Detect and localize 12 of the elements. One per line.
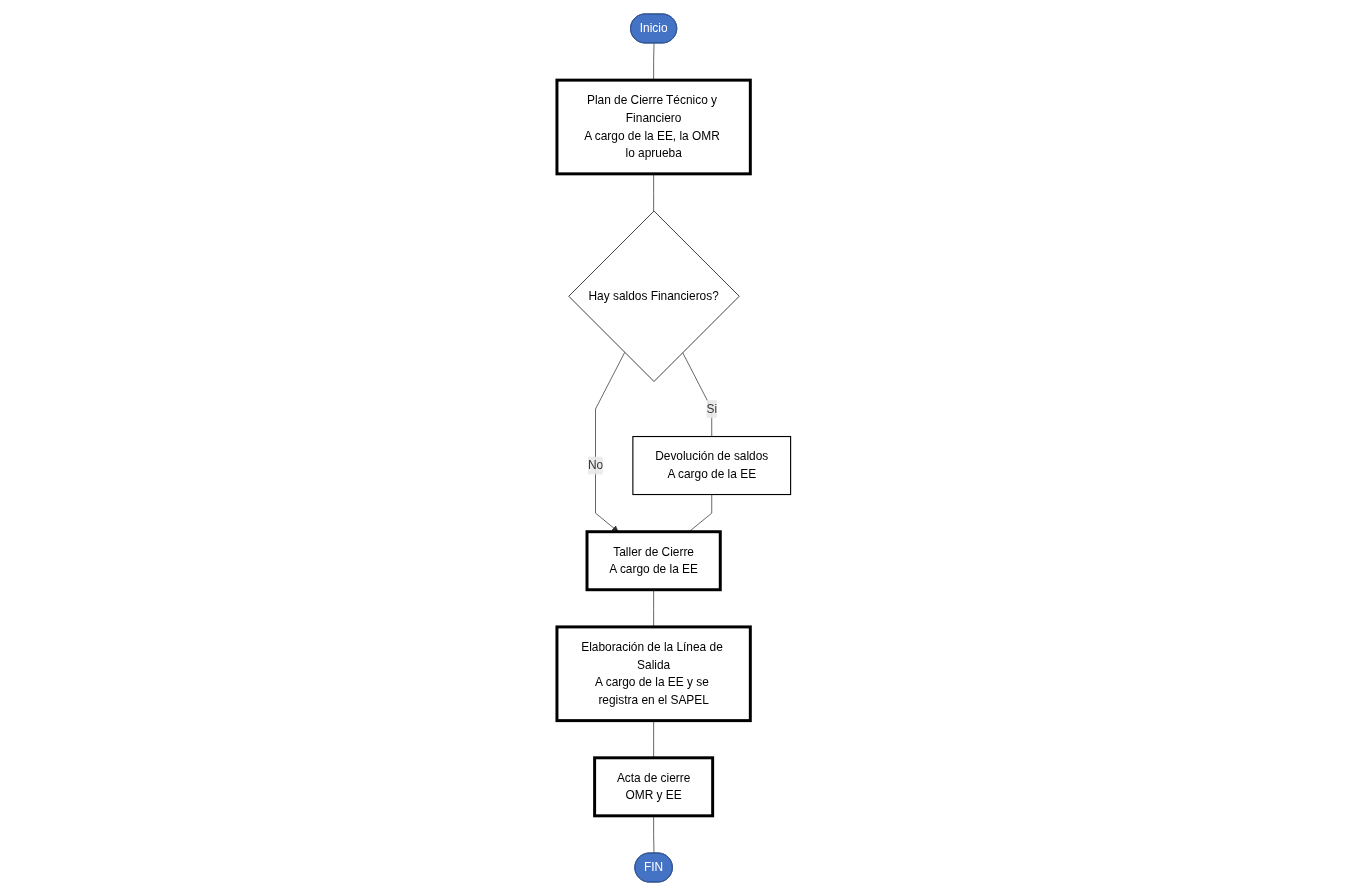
edge-label: Si bbox=[706, 402, 718, 415]
node-box: Taller de Cierre A cargo de la EE bbox=[585, 530, 722, 592]
edge-label: No bbox=[588, 458, 604, 472]
connector bbox=[653, 173, 655, 212]
node-box: Plan de Cierre Técnico y Financiero A cargo de la EE, la OMR lo aprueba bbox=[555, 78, 752, 176]
node-box: Elaboración de la Línea de Salida A cargo de la EE y se registra en el SAPEL bbox=[555, 625, 752, 723]
connector bbox=[682, 352, 713, 437]
node-diamond: Hay saldos Financieros? bbox=[568, 210, 740, 382]
connector bbox=[653, 815, 655, 854]
node-box: Acta de cierre OMR y EE bbox=[593, 756, 715, 818]
node-box: Devolución de saldos A cargo de la EE bbox=[632, 436, 792, 496]
connector bbox=[653, 42, 655, 81]
